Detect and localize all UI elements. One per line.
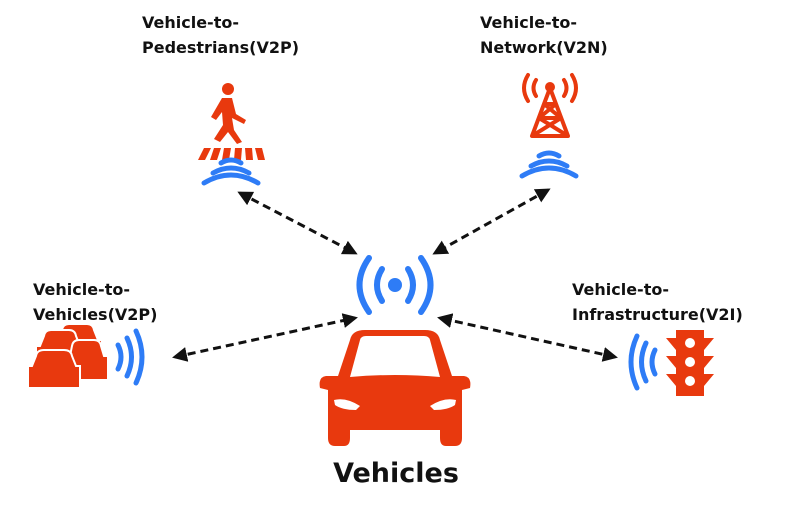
cell-tower-icon [522, 73, 578, 138]
pedestrian-crossing-icon [198, 83, 265, 160]
signal-waves-icon [115, 328, 145, 386]
v2n-label-line2: Network(V2N) [480, 38, 608, 57]
v2p-label: Vehicle-to- Pedestrians(V2P) [142, 10, 299, 60]
arrow-v2i [437, 313, 618, 362]
v2i-label-line1: Vehicle-to- [572, 280, 669, 299]
v2p-label-line2: Pedestrians(V2P) [142, 38, 300, 57]
broadcast-icon [356, 255, 434, 315]
arrow-v2v [172, 313, 358, 362]
signal-waves-icon [628, 333, 658, 391]
vehicles-label: Vehicles [333, 458, 459, 489]
traffic-light-icon [666, 330, 714, 396]
v2n-label-line1: Vehicle-to- [480, 13, 577, 32]
v2n-label: Vehicle-to- Network(V2N) [480, 10, 608, 60]
signal-waves-icon [519, 150, 579, 179]
v2i-label-line2: Infrastructure(V2I) [572, 305, 743, 324]
v2v-label-line1: Vehicle-to- [33, 280, 130, 299]
cars-icon [27, 323, 109, 389]
arrow-v2n [432, 188, 551, 255]
car-icon [319, 330, 471, 446]
v2v-label-line2: Vehicles(V2P) [33, 305, 158, 324]
arrow-v2p [237, 191, 358, 255]
v2i-label: Vehicle-to- Infrastructure(V2I) [572, 277, 743, 327]
signal-waves-icon [201, 157, 261, 186]
v2v-label: Vehicle-to- Vehicles(V2P) [33, 277, 157, 327]
v2p-label-line1: Vehicle-to- [142, 13, 239, 32]
